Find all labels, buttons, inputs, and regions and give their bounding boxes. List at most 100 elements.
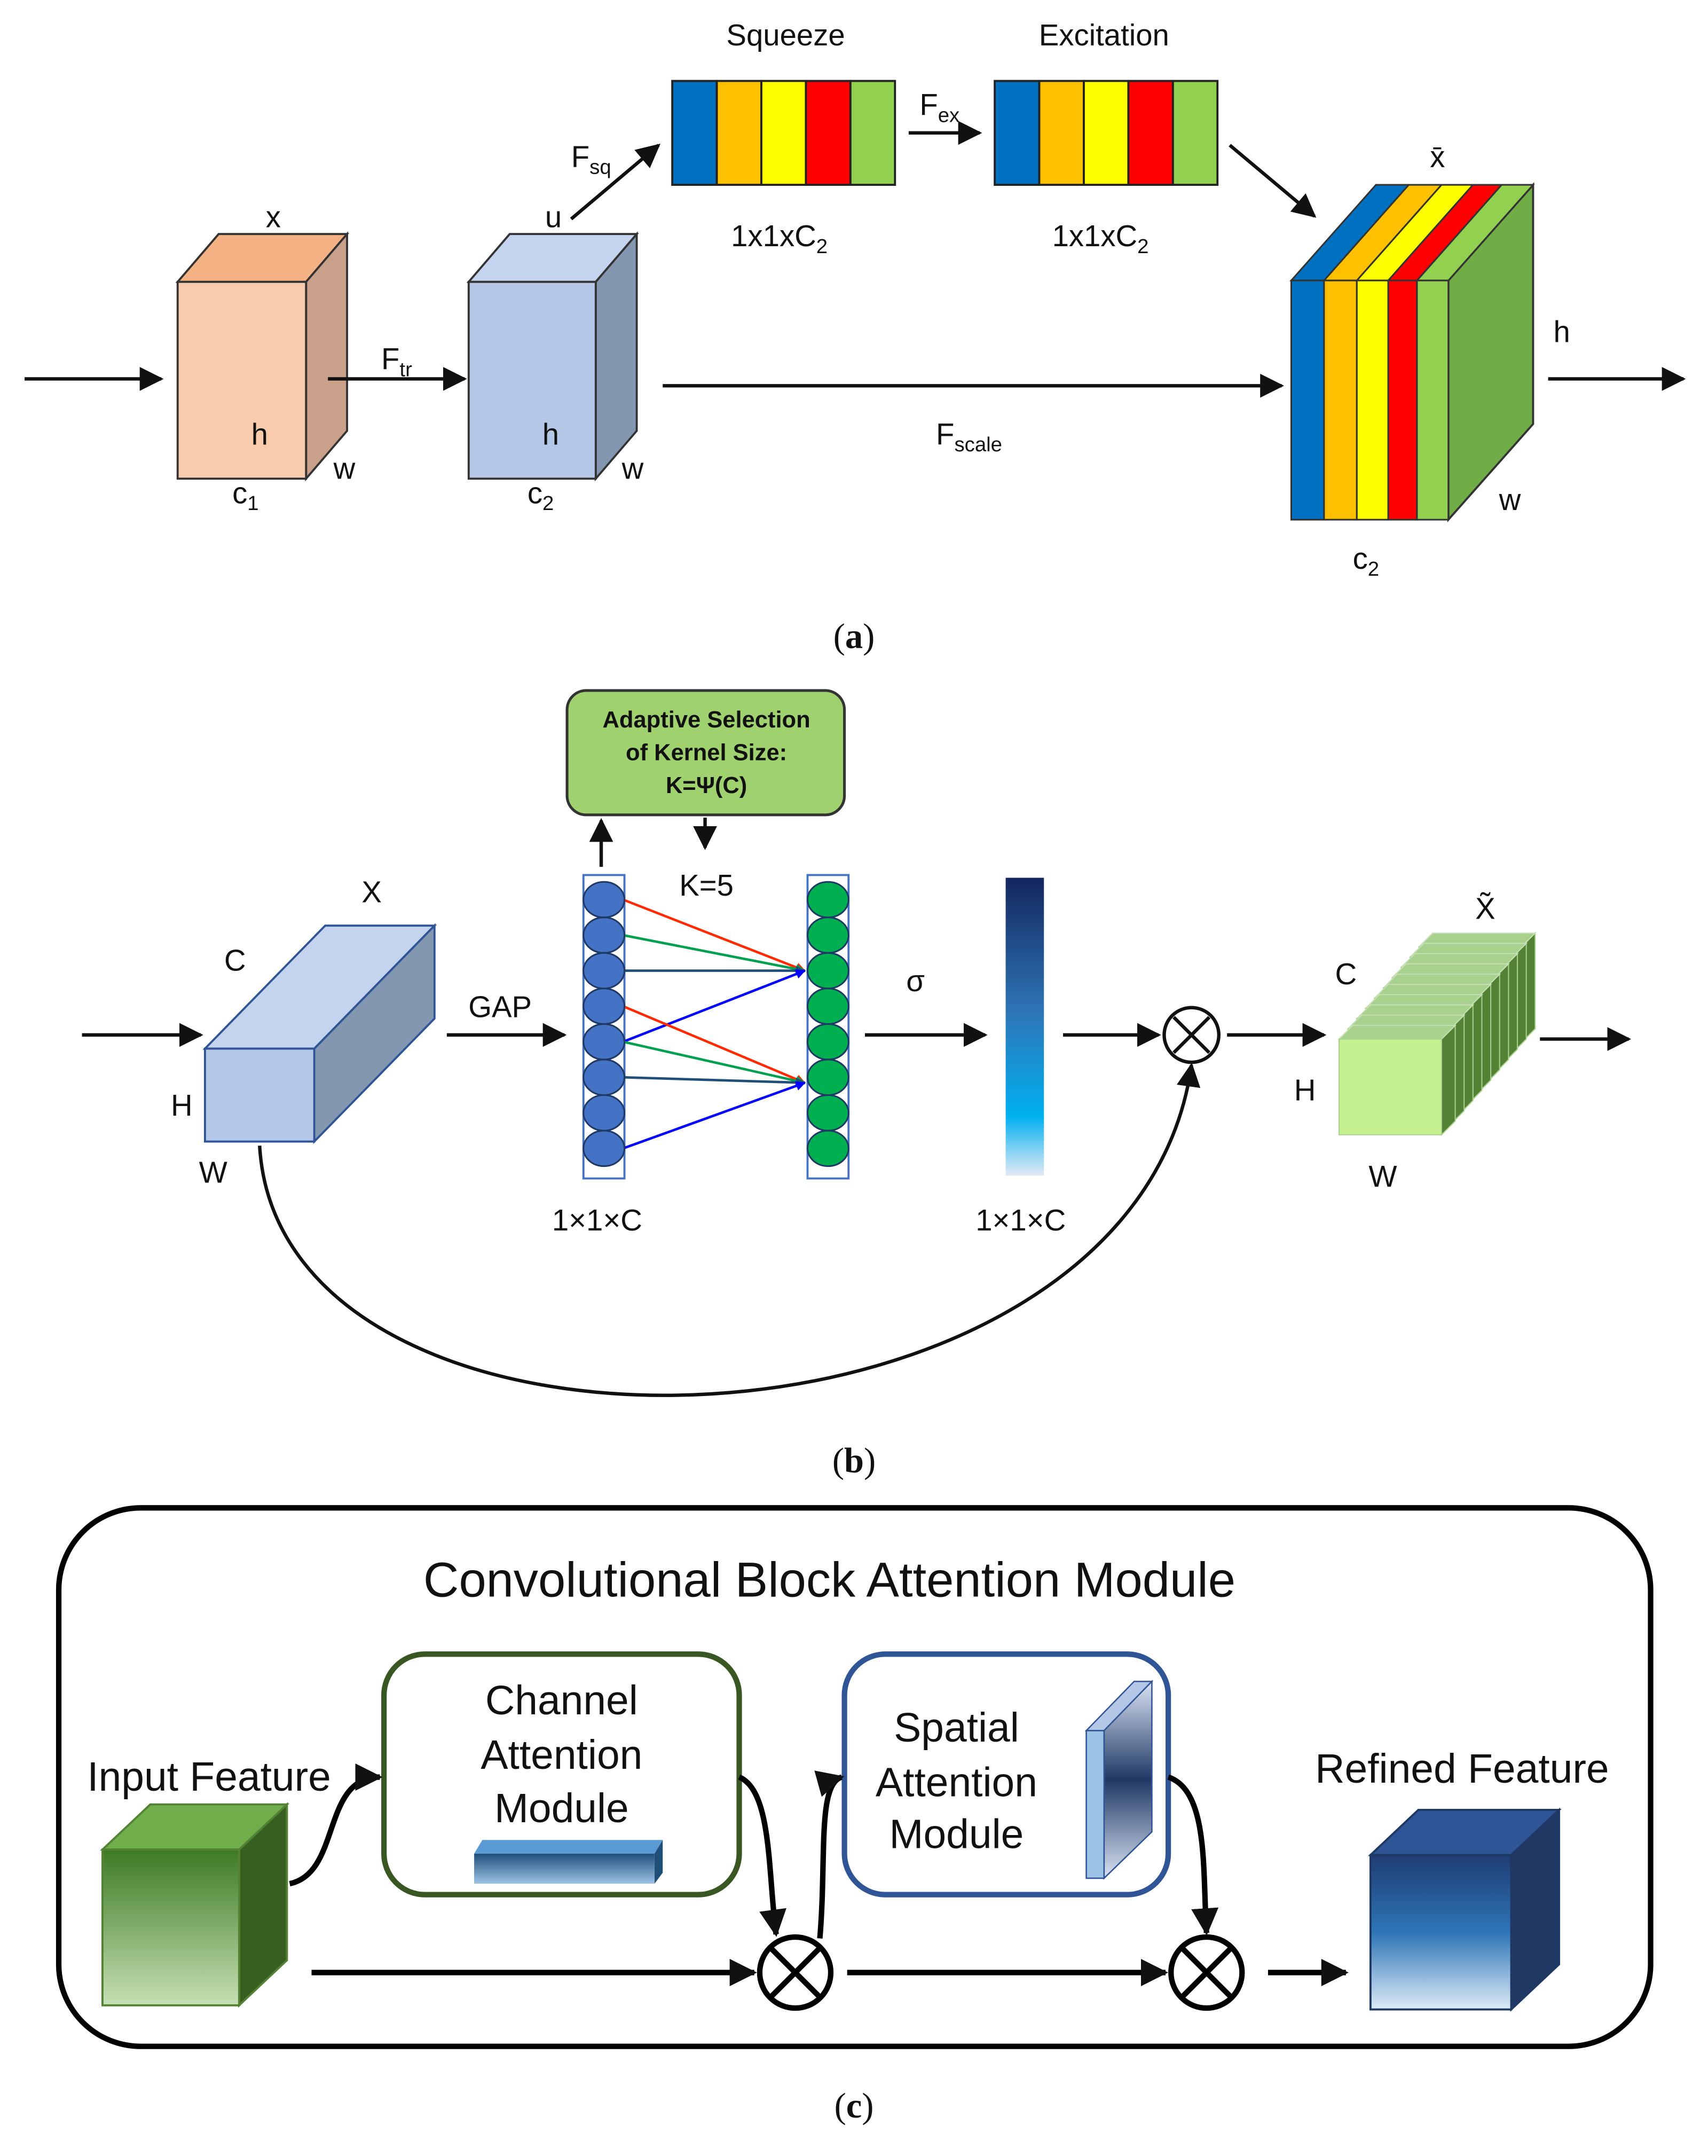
C-label: C	[224, 944, 246, 977]
x-label: x	[266, 200, 281, 233]
w-label: w	[621, 451, 644, 485]
X-label: X	[361, 875, 382, 909]
caption-c: (c)	[835, 2087, 874, 2126]
input-feature-label: Input Feature	[87, 1754, 331, 1800]
squeeze-label: Squeeze	[726, 18, 845, 52]
input-neuron	[583, 987, 626, 1025]
channel-attention-slab	[474, 1840, 663, 1884]
dim-label: 1×1×C	[975, 1203, 1066, 1237]
c2-label: c2	[1353, 542, 1380, 581]
adaptive-kernel-box	[565, 689, 846, 817]
channel-weights-vector	[1005, 877, 1044, 1176]
h-label: h	[542, 417, 559, 451]
input-neuron	[583, 1130, 626, 1167]
output-neuron	[806, 916, 849, 954]
adaptive-box-line: K=Ψ(C)	[666, 773, 747, 798]
channel-module-label: Module	[494, 1786, 629, 1831]
output-neuron	[806, 1130, 849, 1167]
input-neuron	[583, 916, 626, 954]
fex-label: Fex	[919, 88, 959, 127]
H-label: H	[171, 1088, 193, 1122]
input-neuron	[583, 952, 626, 990]
spatial-attention-map	[1084, 1680, 1154, 1880]
output-neuron	[806, 987, 849, 1025]
channel-slice	[1387, 279, 1418, 521]
refined-feature-label: Refined Feature	[1315, 1746, 1609, 1792]
input-neuron	[583, 1094, 626, 1132]
channel-cell	[805, 80, 852, 186]
channel-cell	[760, 80, 807, 186]
kernel-size-label: K=5	[679, 868, 734, 902]
spatial-module-label: Spatial	[894, 1705, 1019, 1751]
channel-slice	[1323, 279, 1358, 521]
u-label: u	[545, 200, 562, 233]
to-spatial-arrow	[814, 1770, 845, 1939]
fsq-arrow	[570, 143, 660, 221]
output-block-Xtilde	[1337, 931, 1537, 1136]
dim-label: 1×1×C	[552, 1203, 642, 1237]
output-neuron	[806, 952, 849, 990]
C-label: C	[1335, 957, 1357, 991]
gap-label: GAP	[468, 990, 532, 1024]
kernel-connection	[623, 1081, 806, 1150]
channel-cell	[671, 80, 718, 186]
channel-cell	[1171, 80, 1219, 186]
c2-label: c2	[528, 476, 554, 515]
kernel-connection	[623, 934, 806, 974]
skip-connection-arrow	[258, 1062, 1201, 1397]
panel-b: Adaptive Selection of Kernel Size: K=Ψ(C…	[82, 689, 1632, 1480]
channel-cell	[849, 80, 896, 186]
kernel-connection	[623, 1005, 806, 1084]
output-block-xbar	[1289, 182, 1535, 523]
excitation-label: Excitation	[1039, 18, 1169, 52]
adaptive-box-line: of Kernel Size:	[626, 740, 787, 765]
spatial-out-arrow	[1167, 1774, 1219, 1936]
channel-attention-module	[381, 1651, 742, 1898]
caption-a: (a)	[833, 617, 875, 656]
excitation-vector	[994, 80, 1219, 186]
output-neuron-column	[806, 874, 850, 1180]
scale-input-arrow	[1229, 144, 1317, 218]
caption-b: (b)	[832, 1441, 876, 1480]
w-label: w	[333, 451, 356, 485]
output-neuron	[806, 881, 849, 919]
channel-slice	[1356, 279, 1389, 521]
multiply-icon	[1172, 1016, 1211, 1054]
kernel-connection	[623, 1040, 806, 1086]
multiply-icon	[1181, 1947, 1232, 1998]
kernel-connection	[623, 898, 806, 973]
W-label: W	[1368, 1159, 1397, 1193]
Xtilde-label: X̃	[1475, 891, 1496, 925]
channel-slice	[1290, 279, 1325, 521]
cbam-title: Convolutional Block Attention Module	[423, 1553, 1235, 1608]
spatial-module-label: Module	[890, 1812, 1024, 1857]
refined-feature-cube	[1368, 1807, 1562, 2012]
output-neuron	[806, 1059, 849, 1096]
slice-side	[1441, 1024, 1456, 1136]
w-label: w	[1499, 483, 1521, 516]
input-neuron	[583, 1023, 626, 1061]
channel-cell	[715, 80, 762, 186]
h-label: h	[1554, 315, 1570, 348]
xbar-label: x̄	[1430, 140, 1445, 174]
c1-label: c1	[232, 476, 259, 515]
panel-c: Convolutional Block Attention Module Inp…	[56, 1505, 1654, 2126]
channel-slice	[1338, 1038, 1442, 1135]
fsq-label: Fsq	[571, 140, 611, 179]
channel-module-label: Attention	[481, 1732, 642, 1778]
kernel-connection	[623, 1076, 806, 1088]
squeeze-vector	[671, 80, 896, 186]
input-neuron	[583, 1059, 626, 1096]
fscale-label: Fscale	[936, 417, 1002, 456]
channel-cell	[1083, 80, 1130, 186]
output-neuron	[806, 1094, 849, 1132]
input-block-x	[175, 231, 350, 482]
input-neuron	[583, 881, 626, 919]
ftr-label: Ftr	[381, 342, 412, 381]
conv1d-layer	[582, 874, 850, 1180]
channel-out-arrow	[738, 1774, 786, 1937]
multiply-icon	[770, 1947, 821, 1998]
channel-cell	[1127, 80, 1174, 186]
panel-a: x h w c1 Ftr u h w c2 Fsq Squeeze 1x1xC2…	[25, 18, 1686, 656]
